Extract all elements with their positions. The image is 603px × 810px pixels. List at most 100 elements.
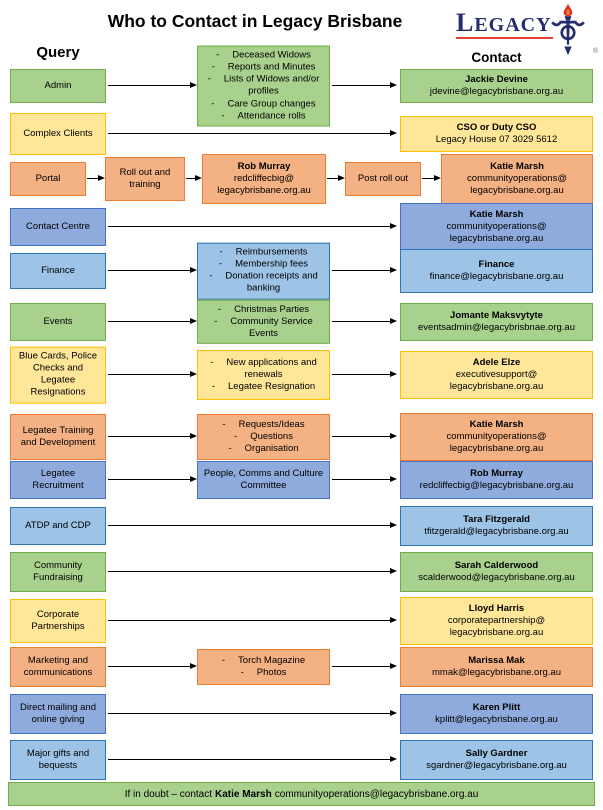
list-item: -Attendance rolls [221,110,306,122]
flow-arrow [108,755,397,762]
contact-box: Tara Fitzgerald tfitzgerald@legacybrisba… [400,506,593,546]
bullet-dash: - [216,49,220,61]
query-box: ATDP and CDP [10,507,106,545]
step-box: Roll out and training [105,157,185,201]
contact-box: Marissa Mak mmak@legacybrisbane.org.au [400,647,593,687]
flow-arrow [108,662,197,669]
list-item: -Questions [234,430,293,442]
contact-name: Jackie Devine [465,73,528,85]
flow-arrow [422,174,441,181]
contact-detail: corporatepartnership@ [447,614,546,626]
contact-detail: kplitt@legacybrisbane.org.au [435,714,558,725]
contact-detail: legacybrisbane.org.au [217,185,311,197]
query-box: Blue Cards, Police Checks and Legatee Re… [10,346,106,404]
bullet-dash: - [211,381,215,393]
detail-box: -Reimbursements -Membership fees -Donati… [197,242,330,300]
step-box: Post roll out [345,162,421,196]
bullet-dash: - [221,110,225,122]
contact-box: Sally Gardner sgardner@legacybrisbane.or… [400,740,593,780]
contact-box: CSO or Duty CSO Legacy House 07 3029 561… [400,116,593,152]
contact-box: Rob Murray redcliffecbig@legacybrisbane.… [400,461,593,499]
contact-detail: Legacy House 07 3029 5612 [435,134,558,145]
detail-box: People, Comms and Culture Committee [197,461,330,499]
contact-column-header: Contact [471,50,522,65]
query-box: Portal [10,162,86,196]
list-item: -Photos [240,667,287,678]
flow-arrow [108,129,397,136]
flow-arrow [332,662,397,669]
flow-arrow [108,709,397,716]
legacy-wordmark: LEGACY [456,3,553,40]
flow-arrow [108,266,197,273]
contact-box: Katie Marsh communityoperations@ legacyb… [441,154,593,204]
legacy-logo: LEGACY ® [456,3,600,59]
footer-prefix: If in doubt – contact [124,788,212,800]
bullet-dash: - [211,98,215,110]
page-title: Who to Contact in Legacy Brisbane [107,11,403,31]
list-item: -Donation receipts and banking [209,271,318,295]
footer-banner: If in doubt – contact Katie Marsh commun… [8,782,595,806]
registered-mark: ® [592,48,598,55]
query-column-header: Query [36,44,80,61]
query-box: Direct mailing and online giving [10,694,106,734]
query-box: Marketing and communications [10,647,106,687]
flow-arrow [332,266,397,273]
contact-detail: redcliffecbig@legacybrisbane.org.au [419,480,574,491]
query-box: Complex Clients [10,113,106,155]
list-item: -Reports and Minutes [211,61,316,73]
contact-box: Jomante Maksvytyte eventsadmin@legacybri… [400,303,593,341]
list-item: -Membership fees [218,258,309,270]
contact-detail: jdevine@legacybrisbane.org.au [429,86,564,97]
contact-box: Finance finance@legacybrisbane.org.au [400,249,593,293]
bullet-dash: - [211,61,215,73]
contact-name: Finance [478,258,515,270]
contact-detail: tfitzgerald@legacybrisbane.org.au [424,526,569,537]
contact-box: Adele Elze executivesupport@ legacybrisb… [400,351,593,399]
contact-name: Katie Marsh [490,160,544,172]
contact-detail: mmak@legacybrisbane.org.au [432,667,561,678]
list-item: -Care Group changes [211,98,316,110]
query-box: Events [10,303,106,341]
bullet-dash: - [217,303,222,315]
flow-arrow [108,317,197,324]
contact-name: Rob Murray [237,160,291,172]
list-item: -New applications and renewals [210,356,317,380]
contact-name: CSO or Duty CSO [456,121,537,133]
flow-arrow [108,475,197,482]
query-box: Legatee Training and Development [10,414,106,460]
bullet-dash: - [221,654,226,666]
list-item: -Organisation [228,443,299,455]
contact-detail: communityoperations@ [446,220,547,232]
detail-box: -Torch Magazine -Photos [197,649,330,685]
contact-box: Sarah Calderwood scalderwood@legacybrisb… [400,552,593,592]
flow-arrow [332,475,397,482]
query-box: Finance [10,253,106,289]
contact-name: Marissa Mak [468,654,525,666]
bullet-dash: - [207,73,211,85]
flow-arrow [332,317,397,324]
contact-detail: communityoperations@ [467,172,567,184]
contact-name: Katie Marsh [469,418,524,430]
flow-arrow [332,81,397,88]
contact-box: Katie Marsh communityoperations@ legacyb… [400,413,593,461]
list-item: -Christmas Parties [217,303,310,315]
list-item: -Community Service Events [214,315,313,340]
contact-detail: legacybrisbane.org.au [470,185,564,197]
contact-detail: legacybrisbane.org.au [449,381,544,393]
contact-detail: legacybrisbane.org.au [449,233,544,245]
bullet-dash: - [228,443,232,455]
contact-box: Katie Marsh communityoperations@ legacyb… [400,203,593,251]
contact-name: Sally Gardner [465,747,528,759]
query-box: Contact Centre [10,208,106,246]
list-item: -Legatee Resignation [211,381,316,393]
contact-detail: communityoperations@ [446,430,547,442]
contact-name: Lloyd Harris [468,602,525,614]
flow-arrow [108,222,397,229]
bullet-dash: - [234,430,238,442]
query-box: Legatee Recruitment [10,461,106,499]
bullet-dash: - [210,356,214,368]
contact-name: Karen Plitt [472,701,521,713]
flow-arrow [186,174,202,181]
contact-name: Rob Murray [470,467,523,479]
